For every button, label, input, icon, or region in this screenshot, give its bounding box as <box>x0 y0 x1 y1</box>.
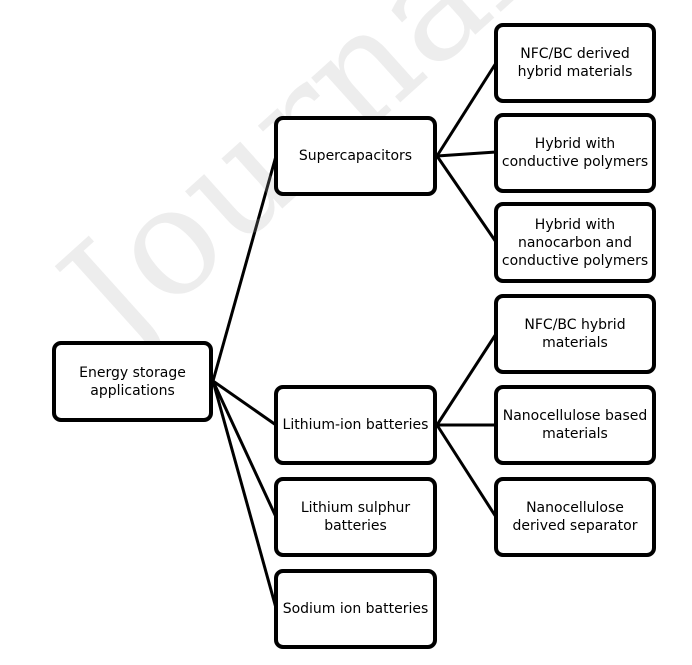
node-nanocellulose-derived-separator: Nanocellulose derived separator <box>494 477 656 557</box>
node-label: NFC/BC derived hybrid materials <box>517 46 633 80</box>
edge-supercapacitors-hybrid-nanocarbon <box>435 155 498 243</box>
node-label: NFC/BC hybrid materials <box>524 317 626 351</box>
node-label: Lithium sulphur batteries <box>300 500 411 534</box>
edge-root-supercapacitors <box>211 155 278 382</box>
node-label: Hybrid with conductive polymers <box>501 136 649 170</box>
node-supercapacitors: Supercapacitors <box>274 116 437 196</box>
node-label: Supercapacitors <box>298 148 413 164</box>
node-label: Energy storage applications <box>79 364 186 399</box>
node-hybrid-with-conductive-polymers: Hybrid with conductive polymers <box>494 113 656 193</box>
node-label: Nanocellulose derived separator <box>512 500 638 534</box>
edge-root-lithium-ion <box>212 379 277 427</box>
node-nanocellulose-based-materials: Nanocellulose based materials <box>494 385 656 465</box>
node-hybrid-with-nanocarbon: Hybrid with nanocarbon and conductive po… <box>494 202 656 283</box>
edge-supercapacitors-nfc-bc-derived <box>435 62 498 157</box>
node-sodium-ion-batteries: Sodium ion batteries <box>274 569 437 649</box>
node-label: Lithium-ion batteries <box>282 417 429 433</box>
edge-lithium-ion-nfc-bc-hybrid <box>435 333 498 426</box>
node-label: Nanocellulose based materials <box>502 408 648 442</box>
edge-supercapacitors-hybrid-conductive <box>436 150 497 158</box>
node-label: Hybrid with nanocarbon and conductive po… <box>501 216 649 269</box>
node-nfc-bc-hybrid-materials: NFC/BC hybrid materials <box>494 294 656 374</box>
node-lithium-ion-batteries: Lithium-ion batteries <box>274 385 437 465</box>
node-label: Sodium ion batteries <box>282 601 429 617</box>
edge-lithium-ion-nanocellulose-separator <box>435 424 498 518</box>
edge-root-lithium-sulphur <box>211 380 278 518</box>
node-nfc-bc-derived-hybrid-materials: NFC/BC derived hybrid materials <box>494 23 656 103</box>
edge-root-sodium-ion <box>211 380 278 609</box>
node-energy-storage-applications: Energy storage applications <box>52 341 213 422</box>
node-lithium-sulphur-batteries: Lithium sulphur batteries <box>274 477 437 557</box>
